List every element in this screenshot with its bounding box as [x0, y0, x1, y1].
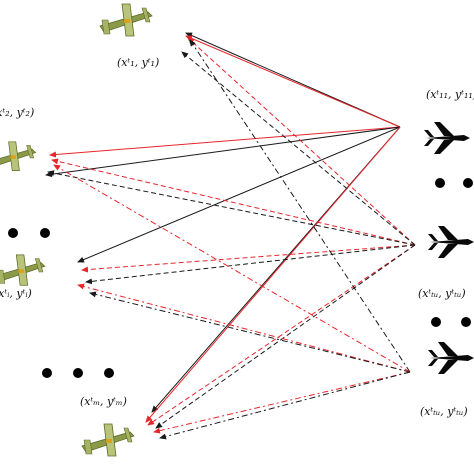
ellipsis-left	[8, 228, 114, 378]
label-target-i: (xᵗᵢ, yᵗᵢ)	[0, 287, 32, 300]
link-line	[47, 170, 416, 246]
uav-icon-2	[0, 141, 37, 172]
label-target-M: (xᵗₘ, yᵗₘ)	[80, 395, 127, 408]
link-line	[147, 244, 416, 426]
link-line	[185, 35, 401, 128]
link-line	[155, 244, 416, 429]
label-target-1: (xᵗ₁, yᵗ₁)	[117, 56, 159, 69]
link-line	[49, 126, 401, 158]
jet-icon-U	[428, 342, 474, 374]
uav-icon-i	[0, 254, 46, 286]
link-line	[77, 126, 401, 263]
jet-icon-1	[424, 122, 470, 154]
link-line	[89, 291, 411, 373]
label-tx-U: (xᵗₜᵤ, yᵗₜᵤ)	[420, 405, 468, 418]
link-line	[181, 51, 416, 246]
label-tx-1: (xᵗ₁₁, yᵗ₁₁)	[426, 88, 474, 101]
uav-icon-M	[81, 423, 135, 457]
ellipsis-right	[431, 178, 473, 327]
link-line	[85, 244, 416, 285]
link-line	[77, 283, 411, 373]
link-line	[53, 164, 411, 373]
link-line	[189, 39, 411, 373]
label-target-2: (xᵗ₂, yᵗ₂)	[0, 106, 34, 119]
link-line	[159, 371, 411, 440]
link-line	[187, 37, 416, 246]
link-line	[153, 371, 411, 434]
link-line	[45, 126, 401, 178]
label-tx-u: (xᵗₜᵤ, yᵗₜᵤ)	[418, 287, 466, 300]
link-line	[81, 244, 416, 273]
jet-icon-u	[428, 226, 474, 258]
link-line	[51, 158, 416, 246]
link-lines	[45, 32, 416, 440]
uav-icon-1	[99, 3, 153, 37]
link-line	[145, 126, 401, 423]
